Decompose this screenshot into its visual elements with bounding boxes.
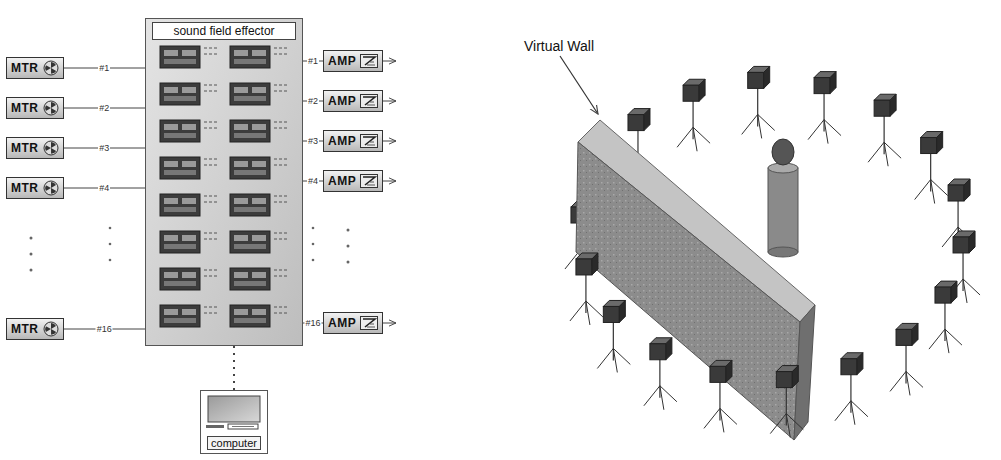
listener-figure	[768, 139, 798, 257]
reel-icon	[43, 180, 59, 196]
effector-unit	[160, 120, 217, 142]
channel-number: #4	[307, 176, 319, 186]
box-label: AMP	[328, 94, 356, 108]
speaker-stand	[947, 231, 980, 303]
effector-unit	[230, 83, 287, 105]
computer-icon	[206, 396, 260, 429]
box-label: MTR	[11, 101, 39, 115]
box-label: MTR	[11, 61, 39, 75]
effector-unit	[160, 157, 217, 179]
speaker-stand	[808, 72, 841, 144]
channel-number: #1	[307, 56, 319, 66]
channel-number: #16	[96, 324, 113, 334]
speaker-stand	[890, 323, 923, 395]
box-label: MTR	[11, 322, 39, 336]
effector-unit	[230, 46, 287, 68]
channel-number: #3	[98, 143, 110, 153]
channel-number: #3	[307, 136, 319, 146]
effector-unit	[230, 231, 287, 253]
speaker-stand	[597, 300, 630, 372]
virtual-wall	[576, 120, 815, 440]
device-box: AMP	[323, 312, 383, 334]
channel-number: #2	[307, 96, 319, 106]
speaker-stand	[644, 338, 677, 410]
effector-panel	[145, 18, 303, 346]
effector-unit	[160, 231, 217, 253]
device-box: MTR	[6, 137, 64, 159]
effector-unit	[160, 83, 217, 105]
amp-icon	[360, 174, 378, 188]
effector-unit	[160, 268, 217, 290]
device-box: MTR	[6, 97, 64, 119]
channel-number: #2	[98, 103, 110, 113]
amp-icon	[360, 54, 378, 68]
device-box: AMP	[323, 50, 383, 72]
reel-icon	[43, 60, 59, 76]
device-box: MTR	[6, 57, 64, 79]
box-label: AMP	[328, 54, 356, 68]
channel-number: #4	[98, 183, 110, 193]
device-box: AMP	[323, 170, 383, 192]
signal-line	[233, 346, 235, 390]
effector-box: sound field effector	[145, 18, 303, 346]
amp-icon	[360, 316, 378, 330]
box-label: computer	[207, 436, 261, 450]
effector-unit	[230, 305, 287, 327]
amp-icon	[360, 134, 378, 148]
reel-icon	[43, 100, 59, 116]
speaker-stand	[570, 253, 603, 325]
continuation-dots	[30, 227, 350, 272]
box-label: MTR	[11, 181, 39, 195]
device-box: MTR	[6, 318, 64, 340]
box-label: AMP	[328, 134, 356, 148]
leader-line	[560, 56, 598, 114]
effector-unit	[230, 120, 287, 142]
effector-units	[160, 46, 287, 327]
amp-icon	[360, 94, 378, 108]
reel-icon	[43, 140, 59, 156]
channel-number: #1	[98, 63, 110, 73]
box-label: MTR	[11, 141, 39, 155]
channel-number: #16	[304, 318, 321, 328]
effector-unit	[230, 194, 287, 216]
box-label: AMP	[328, 316, 356, 330]
effector-unit	[230, 157, 287, 179]
reel-icon	[43, 321, 59, 337]
speaker-stand	[677, 79, 710, 151]
box-label: AMP	[328, 174, 356, 188]
computer-box: computer	[200, 390, 268, 454]
effector-unit	[160, 194, 217, 216]
device-box: MTR	[6, 177, 64, 199]
speaker-stand	[915, 132, 948, 204]
effector-unit	[160, 46, 217, 68]
speaker-stand	[704, 360, 737, 432]
device-box: AMP	[323, 90, 383, 112]
speaker-stand	[770, 366, 803, 438]
speaker-stand	[835, 353, 868, 425]
box-label: sound field effector	[152, 22, 296, 40]
device-box: AMP	[323, 130, 383, 152]
effector-unit	[160, 305, 217, 327]
speaker-stand	[868, 94, 901, 166]
effector-unit	[230, 268, 287, 290]
speaker-stand	[742, 66, 775, 138]
speaker-stand	[929, 281, 962, 353]
callout-label: Virtual Wall	[524, 38, 594, 54]
speakers-front	[570, 231, 980, 438]
